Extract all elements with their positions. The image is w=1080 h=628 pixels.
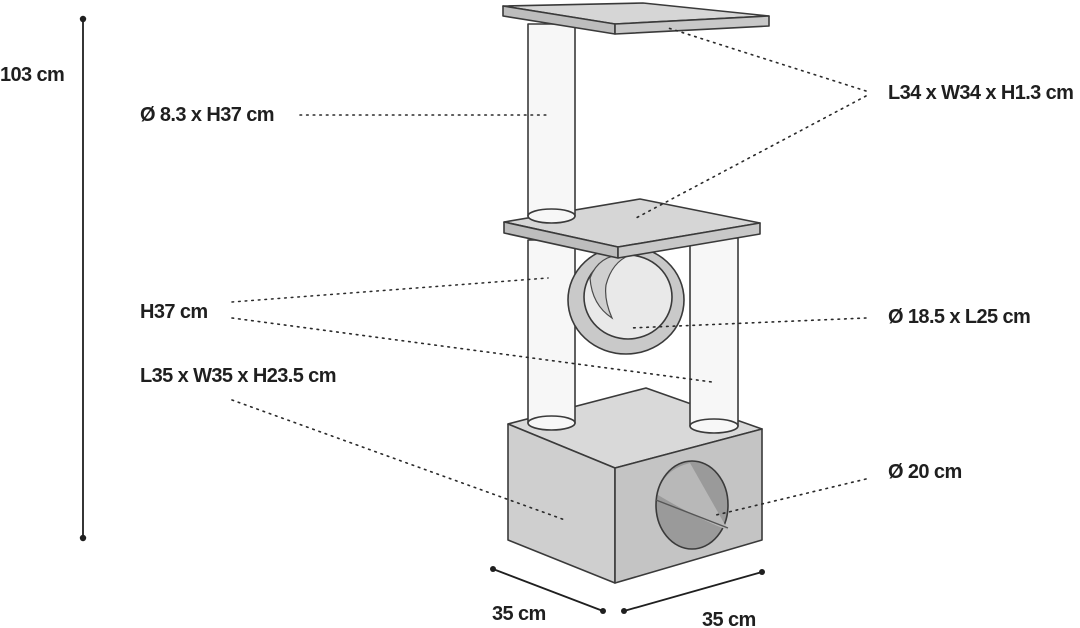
depth-endpoint-right xyxy=(600,608,606,614)
upper-post xyxy=(527,23,576,224)
tunnel xyxy=(567,245,685,355)
middle-platform-edge-right xyxy=(617,222,761,259)
width-label: 35 cm xyxy=(702,609,756,628)
leader-post-height-1 xyxy=(231,277,549,303)
depth-endpoint-left xyxy=(490,566,496,572)
depth-dimension-line xyxy=(492,568,604,612)
depth-label: 35 cm xyxy=(492,603,546,625)
leader-platform-top xyxy=(664,26,867,92)
lower-posts xyxy=(527,237,739,434)
lower-post-right xyxy=(689,237,739,427)
height-top-endpoint xyxy=(79,15,87,23)
lower-post-left-base xyxy=(527,415,576,431)
upper-post-base xyxy=(527,208,576,224)
base-box-label: L35 x W35 x H23.5 cm xyxy=(140,365,336,387)
lower-post-right-base xyxy=(689,418,739,434)
top-platform xyxy=(502,2,770,35)
leader-tunnel xyxy=(629,317,867,329)
upper-post-body xyxy=(527,23,576,217)
labels: 103 cm Ø 8.3 x H37 cm L34 x W34 x H1.3 c… xyxy=(0,64,1074,628)
width-endpoint-right xyxy=(759,569,765,575)
platform-label: L34 x W34 x H1.3 cm xyxy=(888,82,1073,104)
height-bottom-endpoint xyxy=(79,534,87,542)
width-endpoint-left xyxy=(621,608,627,614)
leader-hole xyxy=(711,478,867,517)
leader-base-box xyxy=(231,399,566,521)
hole-inner-highlight xyxy=(658,463,728,530)
base-dimensions xyxy=(490,566,765,614)
top-platform-edge-right xyxy=(614,15,770,35)
total-height-dimension xyxy=(79,15,87,542)
base-box xyxy=(507,387,763,584)
leader-platform-middle xyxy=(635,95,867,219)
middle-platform xyxy=(503,198,761,259)
hole-label: Ø 20 cm xyxy=(888,461,962,483)
post-height-label: H37 cm xyxy=(140,301,208,323)
post-top-label: Ø 8.3 x H37 cm xyxy=(140,104,274,126)
width-dimension-line xyxy=(623,571,763,612)
tunnel-label: Ø 18.5 x L25 cm xyxy=(888,306,1030,328)
leader-lines xyxy=(231,26,867,521)
hole-shadow-edge xyxy=(655,499,729,529)
leader-post-height-2 xyxy=(231,317,713,383)
lower-post-left xyxy=(527,239,576,424)
total-height-label: 103 cm xyxy=(0,64,64,86)
